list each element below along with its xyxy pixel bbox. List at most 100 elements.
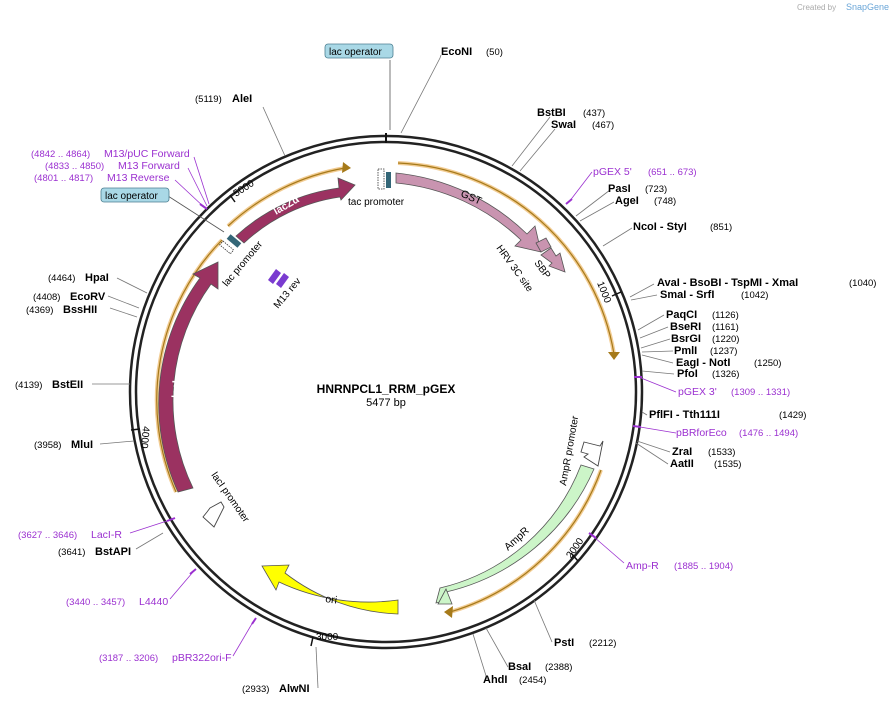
primer-pgex5-name[interactable]: pGEX 5' [593,166,632,178]
credit-text: Created by [797,3,836,12]
feature-hrv-label: HRV 3C site [494,243,535,294]
site-lead-bsrgi [640,338,671,349]
feature-m13rev-mark2[interactable] [276,273,289,288]
feature-ampr[interactable] [435,464,595,604]
site-bstbi-name[interactable]: BstBI [537,107,566,119]
site-agei-pos: (748) [654,196,676,207]
site-ecorv-name[interactable]: EcoRV [70,291,106,303]
primer-mark-l4440 [189,568,197,575]
site-lead-zrai [636,440,671,453]
lac-operator-top-label: lac operator [329,47,382,58]
primer-lacir-name[interactable]: LacI-R [91,529,122,541]
site-bsshii-name[interactable]: BssHII [63,304,97,316]
plasmid-length: 5477 bp [366,397,406,409]
site-avai-pos: (1040) [849,278,876,289]
tick-3000 [310,636,314,647]
primer-pbrfor-name[interactable]: pBRforEco [676,427,727,439]
site-bstbi-pos: (437) [583,108,605,119]
site-alei-pos: (5119) [195,94,222,105]
site-bsrgi-name[interactable]: BsrGI [671,333,701,345]
site-aatii-pos: (1535) [714,459,741,470]
feature-sbp-label: SBP [532,258,553,281]
site-bstapi-name[interactable]: BstAPI [95,546,131,558]
site-lead-pfoi [641,370,675,375]
site-pmli-name[interactable]: PmlI [674,345,697,357]
site-lead-aatii [635,442,669,465]
primer-lead-pbr322 [232,621,254,657]
site-avai-name[interactable]: AvaI - BsoBI - TspMI - XmaI [657,277,798,289]
site-mlui-pos: (3958) [34,440,61,451]
site-psti-name[interactable]: PstI [554,637,574,649]
primer-m13fwd-name[interactable]: M13 Forward [118,160,180,172]
primer-pgex3-pos: (1309 .. 1331) [731,387,790,398]
site-smai-name[interactable]: SmaI - SrfI [660,289,714,301]
primer-m13rev-name[interactable]: M13 Reverse [107,172,170,184]
primer-lead-lacir [129,519,171,534]
feature-ampr-promoter[interactable] [580,440,604,467]
site-ahdi-name[interactable]: AhdI [483,674,507,686]
site-bsteii-pos: (4139) [15,380,42,391]
site-lead-bstapi [135,532,164,550]
primer-pbr322-name[interactable]: pBR322ori-F [172,652,232,664]
feature-hrv[interactable] [535,237,552,253]
site-lead-ncoi [602,227,633,247]
site-pasi-name[interactable]: PasI [608,183,631,195]
feature-lacza[interactable] [235,177,356,244]
site-alwni-name[interactable]: AlwNI [279,683,310,695]
site-bsteii-name[interactable]: BstEII [52,379,83,391]
feature-lac-operator-left-glyph[interactable] [226,234,242,248]
primer-m13fwd-pos: (4833 .. 4850) [45,161,104,172]
site-eagi-name[interactable]: EagI - NotI [676,357,730,369]
primer-ampr-pos: (1885 .. 1904) [674,561,733,572]
site-bstapi-pos: (3641) [58,547,85,558]
site-lead-avai [629,283,655,298]
feature-tac-promoter-glyph[interactable] [377,168,385,190]
feature-lac-operator-top-glyph[interactable] [386,172,391,188]
feature-ori[interactable] [261,564,399,615]
site-lead-econi [400,54,442,134]
primer-lead-ampr [593,536,625,564]
site-zrai-name[interactable]: ZraI [672,446,692,458]
site-bsai-name[interactable]: BsaI [508,661,531,673]
site-paqci-name[interactable]: PaqCI [666,309,697,321]
site-lead-bsshii [109,307,138,318]
feature-lac-promoter-glyph[interactable] [219,240,235,255]
site-bseri-name[interactable]: BseRI [670,321,701,333]
primer-pgex3-name[interactable]: pGEX 3' [678,386,717,398]
primer-ampr-name[interactable]: Amp-R [626,560,659,572]
site-ncoi-name[interactable]: NcoI - StyI [633,221,687,233]
primer-m13puc-name[interactable]: M13/pUC Forward [104,148,190,160]
site-lead-psti [533,599,553,643]
site-aatii-name[interactable]: AatII [670,458,694,470]
lac-operator-top-box [324,43,394,59]
feature-ori-label: ori [325,593,338,607]
site-econi-name[interactable]: EcoNI [441,46,472,58]
primer-pbrfor-pos: (1476 .. 1494) [739,428,798,439]
primer-l4440-name[interactable]: L4440 [139,596,168,608]
site-bsrgi-pos: (1220) [712,334,739,345]
primer-lead-pbrfor [639,426,677,434]
feature-laci-promoter[interactable] [202,501,225,528]
site-pfoi-name[interactable]: PfoI [677,368,698,380]
site-pflfi-name[interactable]: PflFI - Tth111I [649,409,720,421]
site-lead-pflfi [641,411,648,416]
site-swai-name[interactable]: SwaI [551,119,576,131]
primer-mark-ampr [588,532,597,539]
site-lead-swai [519,128,556,172]
primer-m13rev-pos: (4801 .. 4817) [34,173,93,184]
site-lead-eagi [641,354,674,364]
site-agei-name[interactable]: AgeI [615,195,639,207]
site-mlui-name[interactable]: MluI [71,439,93,451]
site-econi-pos: (50) [486,47,503,58]
site-lead-alei [262,106,286,157]
feature-laci[interactable] [158,261,219,493]
feature-sbp[interactable] [540,247,566,273]
site-alei-name[interactable]: AleI [232,93,252,105]
site-hpai-name[interactable]: HpaI [85,272,109,284]
site-lead-smai [630,294,658,301]
feature-gst[interactable] [395,172,542,253]
primer-lead-m13puc [193,156,210,205]
feature-m13rev-mark1[interactable] [268,269,281,284]
primer-lead-l4440 [169,571,194,600]
